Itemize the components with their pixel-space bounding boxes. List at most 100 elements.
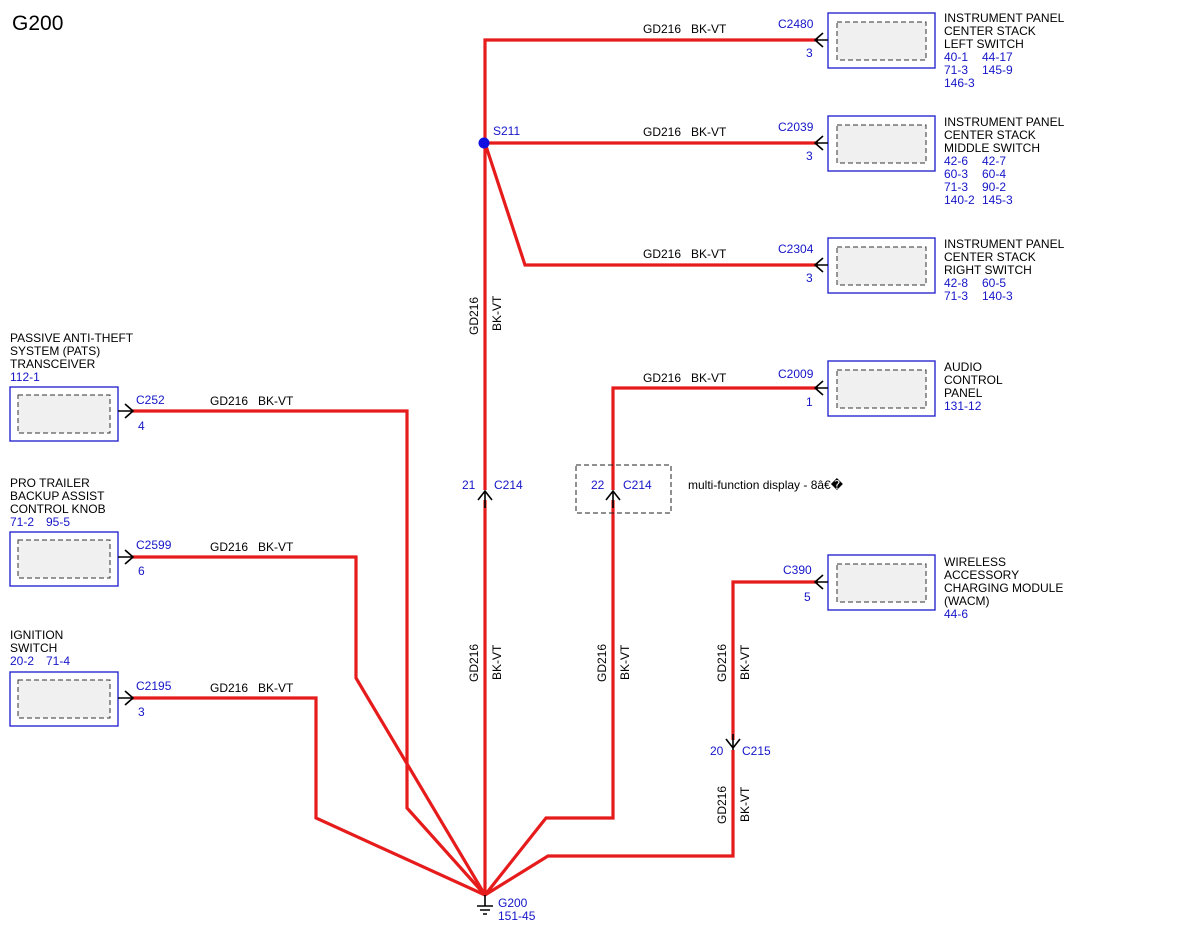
page-ref[interactable]: 140-3 <box>982 289 1013 303</box>
component-name-line: INSTRUMENT PANEL <box>944 11 1065 25</box>
component-ipcs-right[interactable]: C2304 3 INSTRUMENT PANEL CENTER STACK RI… <box>778 237 1065 303</box>
wire-label-ignition-circuit: GD216 <box>210 681 248 695</box>
inline-connector-c215[interactable]: 20 C215 <box>710 734 771 758</box>
component-inner <box>836 563 927 603</box>
component-ipcs-middle[interactable]: C2039 3 INSTRUMENT PANEL CENTER STACK MI… <box>778 115 1065 207</box>
component-name-line: LEFT SWITCH <box>944 37 1024 51</box>
page-ref[interactable]: 95-5 <box>46 515 70 529</box>
inline-connector-id: C215 <box>742 744 771 758</box>
page-ref[interactable]: 131-12 <box>944 399 982 413</box>
component-name-line: ACCESSORY <box>944 568 1019 582</box>
wire-label-vert-c215-color: BK-VT <box>738 786 752 822</box>
wire-label-ipcs-right-color: BK-VT <box>691 247 727 261</box>
component-inner <box>17 539 111 579</box>
page-title: G200 <box>12 12 63 35</box>
component-name-line: SWITCH <box>10 641 57 655</box>
inline-pin: 20 <box>710 744 724 758</box>
component-name-line: CONTROL KNOB <box>10 502 106 516</box>
component-pats[interactable]: PASSIVE ANTI-THEFT SYSTEM (PATS) TRANSCE… <box>9 331 165 442</box>
component-name-line: CENTER STACK <box>944 128 1036 142</box>
page-ref[interactable]: 145-3 <box>982 193 1013 207</box>
component-name-line: BACKUP ASSIST <box>10 489 105 503</box>
connector-pin: 1 <box>806 395 813 409</box>
wire-label-ipcs-middle-color: BK-VT <box>691 125 727 139</box>
page-ref[interactable]: 60-3 <box>944 167 968 181</box>
ground-icon <box>477 895 493 915</box>
component-wacm[interactable]: C390 5 WIRELESS ACCESSORY CHARGING MODUL… <box>783 554 1063 621</box>
wire-label-vert-upper-color: BK-VT <box>490 295 504 331</box>
connector-id: C2039 <box>778 120 814 134</box>
page-ref[interactable]: 90-2 <box>982 180 1006 194</box>
page-ref[interactable]: 42-8 <box>944 276 968 290</box>
page-ref[interactable]: 42-6 <box>944 154 968 168</box>
splice-s211[interactable]: S211 <box>478 124 521 149</box>
page-ref[interactable]: 60-4 <box>982 167 1006 181</box>
wire-label-ignition-color: BK-VT <box>258 681 294 695</box>
page-ref[interactable]: 44-17 <box>982 50 1013 64</box>
wire-label-ipcs-right-circuit: GD216 <box>643 247 681 261</box>
wire-label-ipcs-left-circuit: GD216 <box>643 22 681 36</box>
page-ref[interactable]: 112-1 <box>10 370 40 384</box>
connector-arrow-icon <box>813 135 828 151</box>
page-ref[interactable]: 146-3 <box>944 76 975 90</box>
component-name-line: WIRELESS <box>944 555 1006 569</box>
ground-label: G200 <box>498 896 528 910</box>
inline-connector-icon <box>605 489 621 508</box>
component-name-line: CHARGING MODULE <box>944 581 1063 595</box>
wire-labels: GD216 BK-VT GD216 BK-VT GD216 BK-VT GD21… <box>210 22 752 824</box>
wire-label-trailer-circuit: GD216 <box>210 540 248 554</box>
component-inner <box>836 124 927 164</box>
component-name-line: CENTER STACK <box>944 250 1036 264</box>
connector-id: C390 <box>783 563 812 577</box>
connector-arrow-icon <box>813 32 828 48</box>
connector-pin: 3 <box>138 705 145 719</box>
component-inner <box>17 679 111 719</box>
page-ref[interactable]: 145-9 <box>982 63 1013 77</box>
connector-id: C2304 <box>778 242 814 256</box>
page-ref[interactable]: 44-6 <box>944 607 968 621</box>
page-ref[interactable]: 71-2 <box>10 515 34 529</box>
splice-dot-icon <box>478 137 490 149</box>
wire-audio <box>611 386 818 490</box>
connector-id: C2480 <box>778 17 814 31</box>
component-name-line: CONTROL <box>944 373 1003 387</box>
component-ipcs-left[interactable]: C2480 3 INSTRUMENT PANEL CENTER STACK LE… <box>778 11 1065 90</box>
connector-pin: 3 <box>806 149 813 163</box>
page-ref[interactable]: 71-3 <box>944 289 968 303</box>
component-trailer-knob[interactable]: PRO TRAILER BACKUP ASSIST CONTROL KNOB 7… <box>9 476 172 587</box>
component-inner <box>836 246 927 286</box>
page-ref[interactable]: 140-2 <box>944 193 975 207</box>
page-ref[interactable]: 71-3 <box>944 180 968 194</box>
component-inner <box>836 21 927 61</box>
wire-label-pats-color: BK-VT <box>258 394 294 408</box>
wire-label-vert-lower-color: BK-VT <box>490 644 504 680</box>
component-name-line: (WACM) <box>944 594 990 608</box>
component-ignition-switch[interactable]: IGNITION SWITCH 20-2 71-4 C2195 3 <box>9 628 172 727</box>
component-name-line: SYSTEM (PATS) <box>10 344 100 358</box>
ground-g200[interactable]: G200 151-45 <box>477 895 536 923</box>
wire-label-audio-color: BK-VT <box>691 371 727 385</box>
page-ref[interactable]: 42-7 <box>982 154 1006 168</box>
connector-id: C252 <box>136 393 165 407</box>
inline-connector-c214-pin22[interactable]: 22 C214 multi-function display - 8â€� <box>575 464 844 514</box>
connector-id: C2009 <box>778 367 814 381</box>
component-name-line: INSTRUMENT PANEL <box>944 115 1065 129</box>
component-name-line: PANEL <box>944 386 983 400</box>
component-audio[interactable]: C2009 1 AUDIO CONTROL PANEL 131-12 <box>778 360 1003 417</box>
page-ref[interactable]: 40-1 <box>944 50 968 64</box>
wire-pats <box>132 409 487 897</box>
component-inner <box>17 394 111 434</box>
page-ref[interactable]: 60-5 <box>982 276 1006 290</box>
wire-label-vert-c215-circuit: GD216 <box>715 786 729 824</box>
component-name-line: AUDIO <box>944 360 982 374</box>
component-name-line: PRO TRAILER <box>10 476 90 490</box>
page-ref[interactable]: 20-2 <box>10 654 34 668</box>
page-ref[interactable]: 71-3 <box>944 63 968 77</box>
component-name-line: IGNITION <box>10 628 63 642</box>
page-ref[interactable]: 71-4 <box>46 654 70 668</box>
inline-connector-c214-pin21[interactable]: 21 C214 <box>462 478 523 508</box>
ground-page-ref[interactable]: 151-45 <box>498 909 536 923</box>
wire-label-ipcs-left-color: BK-VT <box>691 22 727 36</box>
inline-pin: 21 <box>462 478 476 492</box>
